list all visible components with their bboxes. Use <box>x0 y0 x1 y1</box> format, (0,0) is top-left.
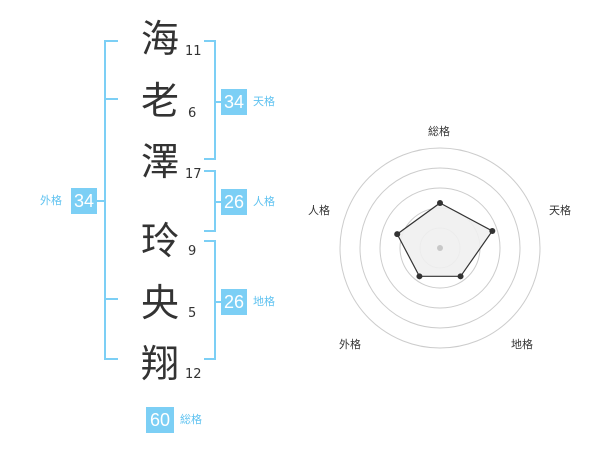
gaikaku-label: 外格 <box>40 194 62 207</box>
tenkaku-badge: 34 <box>221 89 247 115</box>
radar-polygon <box>396 202 494 277</box>
jinkaku-bracket-top <box>204 170 216 172</box>
radar-ring-2 <box>359 167 521 329</box>
stroke-count-5: 5 <box>188 306 197 321</box>
name-char-5: 央 <box>140 281 179 325</box>
chikaku-label: 地格 <box>253 295 275 308</box>
tenkaku-bracket-top <box>204 40 216 42</box>
gaikaku-bracket-bottom <box>104 358 118 360</box>
tenkaku-bracket-vertical <box>214 40 216 160</box>
name-char-1: 海 <box>140 17 179 61</box>
jinkaku-bracket-connector <box>214 201 222 203</box>
radar-point-3 <box>457 273 464 280</box>
name-char-2: 老 <box>140 79 179 123</box>
gaikaku-badge: 34 <box>71 188 97 214</box>
name-char-4: 玲 <box>140 219 179 263</box>
name-char-6: 翔 <box>140 342 179 386</box>
stroke-count-6: 12 <box>185 367 202 382</box>
name-char-3: 澤 <box>140 140 179 184</box>
stroke-count-2: 6 <box>188 106 197 121</box>
radar-label-tenkaku: 天格 <box>549 204 571 217</box>
jinkaku-bracket-bottom <box>204 230 216 232</box>
stroke-count-1: 11 <box>185 44 202 59</box>
radar-point-1 <box>437 200 443 206</box>
radar-ring-3 <box>379 187 501 309</box>
gaikaku-bracket-connector <box>96 200 106 202</box>
stroke-count-3: 17 <box>185 167 202 182</box>
jinkaku-label: 人格 <box>253 195 275 208</box>
radar-ring-1 <box>339 147 541 349</box>
soukaku-label: 総格 <box>180 413 202 426</box>
radar-label-jinkaku: 人格 <box>308 204 330 217</box>
gaikaku-bracket-top <box>104 40 118 42</box>
radar-point-4 <box>416 273 423 280</box>
jinkaku-badge: 26 <box>221 189 247 215</box>
chikaku-bracket-vertical <box>214 240 216 360</box>
chikaku-bracket-connector <box>214 301 222 303</box>
tenkaku-bracket-connector <box>214 101 222 103</box>
radar-label-chikaku: 地格 <box>511 338 533 351</box>
chikaku-badge: 26 <box>221 289 247 315</box>
chikaku-bracket-bottom <box>204 358 216 360</box>
radar-point-2 <box>489 228 496 235</box>
gaikaku-bracket-tick-2 <box>104 98 118 100</box>
radar-point-5 <box>394 231 401 238</box>
radar-points <box>394 200 496 280</box>
tenkaku-label: 天格 <box>253 95 275 108</box>
radar-center-dot <box>437 245 443 251</box>
stroke-count-4: 9 <box>188 244 197 259</box>
soukaku-badge: 60 <box>146 407 174 433</box>
radar-label-gaikaku: 外格 <box>339 338 361 351</box>
gaikaku-bracket-tick-5 <box>104 298 118 300</box>
tenkaku-bracket-bottom <box>204 158 216 160</box>
radar-label-soukaku: 総格 <box>428 125 450 138</box>
chikaku-bracket-top <box>204 240 216 242</box>
